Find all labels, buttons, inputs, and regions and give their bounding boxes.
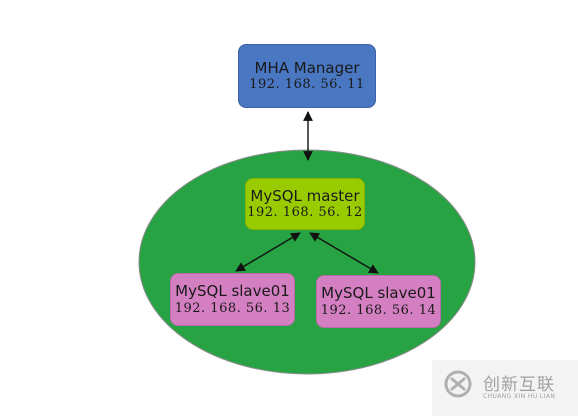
mysql-slave-ip: 192. 168. 56. 14 bbox=[320, 302, 437, 318]
mysql-slave-title: MySQL slave01 bbox=[175, 282, 290, 300]
mysql-slave-node: MySQL slave01 192. 168. 56. 13 bbox=[170, 273, 295, 326]
mha-manager-title: MHA Manager bbox=[254, 58, 360, 77]
edge-master-slave-2 bbox=[309, 232, 379, 274]
mysql-slave-title: MySQL slave01 bbox=[321, 284, 436, 302]
mysql-master-node: MySQL master 192. 168. 56. 12 bbox=[245, 178, 365, 230]
edge-master-slave-1 bbox=[235, 232, 301, 272]
mysql-slave-ip: 192. 168. 56. 13 bbox=[174, 300, 291, 316]
watermark-name-en: CHUANG XIN HU LIAN bbox=[483, 393, 556, 400]
watermark bbox=[432, 360, 578, 416]
mysql-master-ip: 192. 168. 56. 12 bbox=[247, 205, 363, 221]
mha-manager-ip: 192. 168. 56. 11 bbox=[249, 77, 365, 93]
watermark-name-cn: 创新互联 bbox=[483, 375, 555, 395]
watermark-logo-icon bbox=[444, 370, 472, 398]
mysql-slave-node: MySQL slave01 192. 168. 56. 14 bbox=[316, 275, 441, 328]
mha-manager-node: MHA Manager 192. 168. 56. 11 bbox=[238, 44, 376, 108]
mysql-master-title: MySQL master bbox=[250, 186, 360, 205]
